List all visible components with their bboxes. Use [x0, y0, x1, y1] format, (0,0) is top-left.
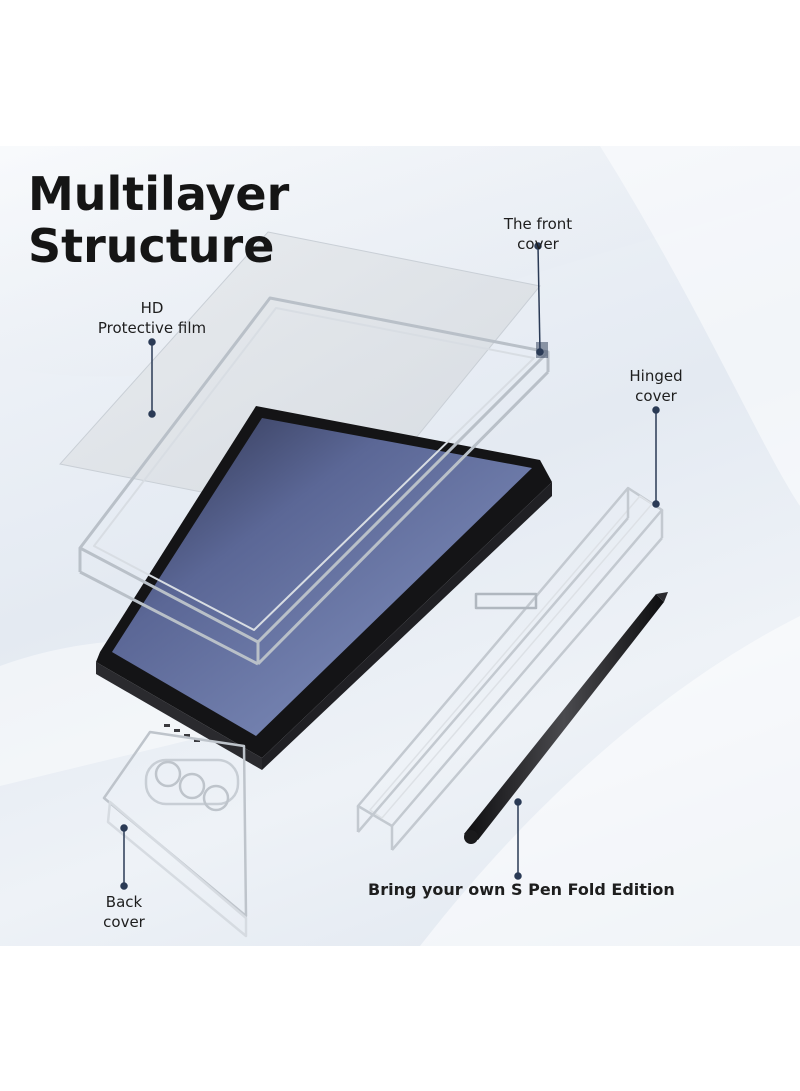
- page-title: Multilayer Structure: [28, 168, 289, 272]
- label-hinged-cover-line-1: Hinged: [629, 367, 683, 385]
- label-hinged-cover-line-2: cover: [635, 387, 677, 405]
- label-hd-protective-film: HD Protective film: [96, 298, 208, 338]
- product-image: Multilayer Structure HD Protective film …: [0, 146, 800, 946]
- back-cover: [102, 730, 248, 938]
- title-line-1: Multilayer: [28, 167, 290, 221]
- hinged-cover: [356, 486, 664, 851]
- label-front-cover: The front cover: [488, 214, 588, 254]
- front-cover: [78, 296, 550, 666]
- label-front-cover-line-1: The front: [503, 215, 573, 233]
- label-back-cover-line-1: Back: [105, 893, 143, 911]
- label-hd-line-2: Protective film: [97, 319, 207, 337]
- label-back-cover: Back cover: [94, 892, 154, 932]
- s-pen: [464, 592, 668, 844]
- label-back-cover-line-2: cover: [103, 913, 145, 931]
- label-front-cover-line-2: cover: [517, 235, 559, 253]
- product-illustration: [0, 146, 800, 946]
- label-hinged-cover: Hinged cover: [616, 366, 696, 406]
- title-line-2: Structure: [28, 219, 275, 273]
- label-hd-line-1: HD: [140, 299, 164, 317]
- callout-lines: [120, 242, 660, 890]
- label-s-pen: Bring your own S Pen Fold Edition: [368, 880, 675, 899]
